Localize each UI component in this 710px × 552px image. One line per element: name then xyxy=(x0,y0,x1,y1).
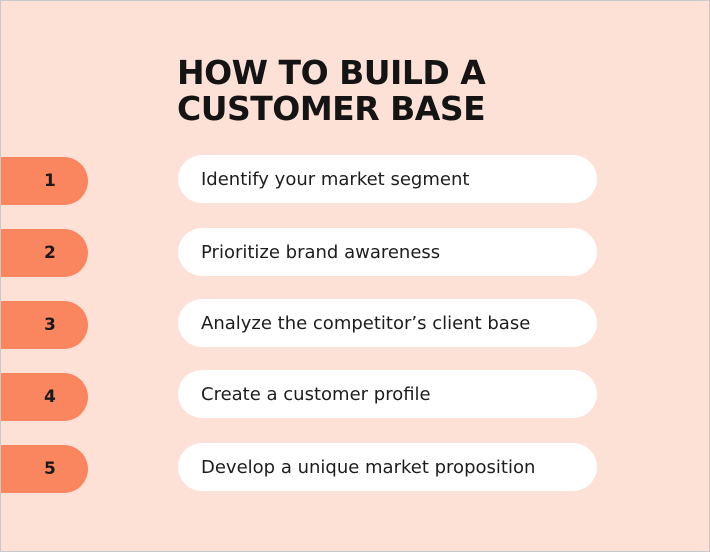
step-2-text: Prioritize brand awareness xyxy=(178,228,597,276)
step-3-text: Analyze the competitor’s client base xyxy=(178,299,597,347)
step-1-text: Identify your market segment xyxy=(178,155,597,203)
step-number-2: 2 xyxy=(1,229,88,277)
step-number-3: 3 xyxy=(1,301,88,349)
step-number-4: 4 xyxy=(1,373,88,421)
step-number-5: 5 xyxy=(1,445,88,493)
step-5-text: Develop a unique market proposition xyxy=(178,443,597,491)
step-4-text: Create a customer profile xyxy=(178,370,597,418)
infographic-title: HOW TO BUILD A CUSTOMER BASE xyxy=(177,53,486,128)
step-number-1: 1 xyxy=(1,157,88,205)
